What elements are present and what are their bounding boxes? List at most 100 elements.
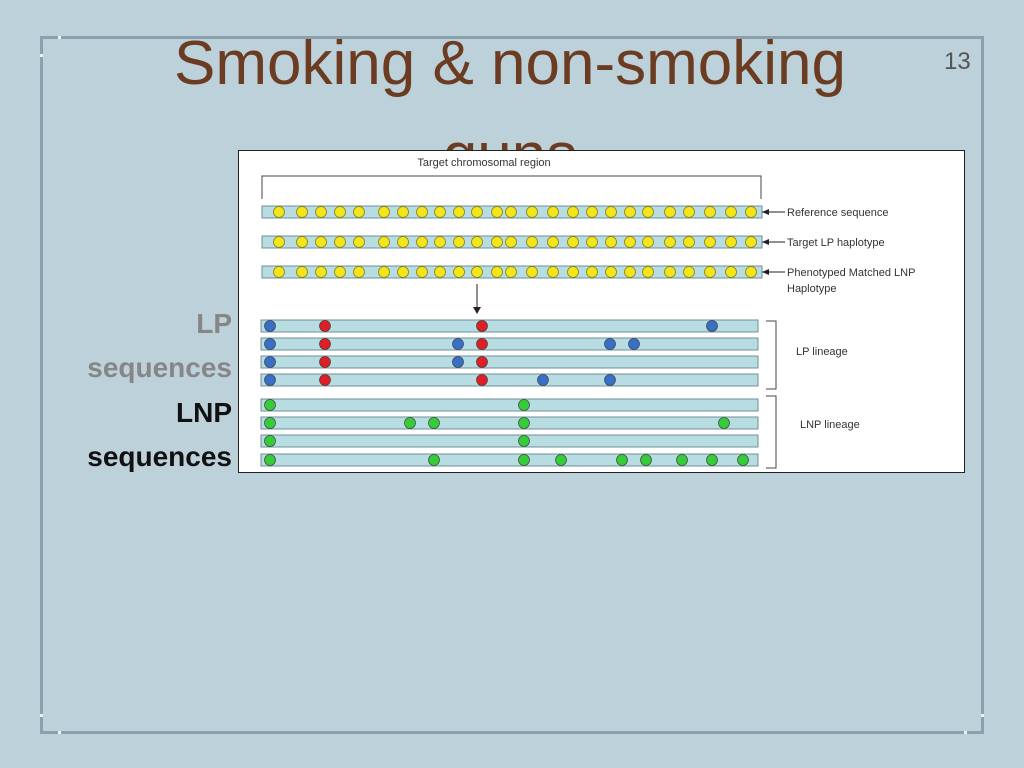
red-marker <box>319 338 331 350</box>
lnp-label-line1: LNP <box>176 397 232 428</box>
blue-marker <box>452 356 464 368</box>
yellow-marker <box>334 236 346 248</box>
lnp-sequence-bar <box>260 398 759 412</box>
lp-label-line2: sequences <box>87 352 232 383</box>
lnp-lineage-bracket <box>766 395 777 469</box>
yellow-marker <box>471 266 483 278</box>
yellow-marker <box>296 266 308 278</box>
frame-bottom <box>40 731 984 734</box>
green-marker <box>706 454 718 466</box>
red-marker <box>476 356 488 368</box>
yellow-marker <box>296 236 308 248</box>
green-marker <box>428 417 440 429</box>
blue-marker <box>604 338 616 350</box>
region-label: Target chromosomal region <box>417 157 550 169</box>
arrow-head-icon <box>762 269 769 275</box>
green-marker <box>264 454 276 466</box>
yellow-marker <box>315 206 327 218</box>
yellow-marker <box>547 266 559 278</box>
yellow-marker <box>434 236 446 248</box>
yellow-marker <box>273 236 285 248</box>
yellow-marker <box>353 236 365 248</box>
yellow-marker <box>586 206 598 218</box>
yellow-marker <box>624 206 636 218</box>
yellow-marker <box>567 206 579 218</box>
yellow-marker <box>642 206 654 218</box>
green-marker <box>264 399 276 411</box>
yellow-marker <box>704 266 716 278</box>
yellow-marker <box>704 206 716 218</box>
lp-sequence-bar <box>260 319 759 333</box>
slide-number: 13 <box>944 48 971 75</box>
yellow-marker <box>453 236 465 248</box>
yellow-marker <box>491 266 503 278</box>
yellow-marker <box>605 236 617 248</box>
yellow-marker <box>505 266 517 278</box>
yellow-marker <box>334 206 346 218</box>
yellow-marker <box>547 236 559 248</box>
green-marker <box>264 435 276 447</box>
yellow-marker <box>745 236 757 248</box>
yellow-marker <box>397 206 409 218</box>
yellow-marker <box>434 206 446 218</box>
yellow-marker <box>397 266 409 278</box>
blue-marker <box>628 338 640 350</box>
yellow-marker <box>315 236 327 248</box>
yellow-marker <box>526 206 538 218</box>
lnp-sequence-bar <box>260 453 759 467</box>
yellow-marker <box>453 266 465 278</box>
frame-right <box>981 36 984 734</box>
yellow-marker <box>745 206 757 218</box>
blue-marker <box>264 374 276 386</box>
yellow-marker <box>725 266 737 278</box>
lp-label-line1: LP <box>196 308 232 339</box>
lp-sequences-label: LP sequences <box>87 302 232 390</box>
yellow-marker <box>353 206 365 218</box>
lp-lineage-bracket <box>766 320 777 390</box>
yellow-marker <box>683 266 695 278</box>
red-marker <box>476 338 488 350</box>
haplotype-diagram-svg: Target chromosomal region Reference sequ… <box>260 157 915 469</box>
yellow-marker <box>434 266 446 278</box>
yellow-marker <box>642 266 654 278</box>
yellow-marker <box>526 236 538 248</box>
yellow-marker <box>725 236 737 248</box>
yellow-marker <box>586 266 598 278</box>
blue-marker <box>264 356 276 368</box>
blue-marker <box>604 374 616 386</box>
lnp-sequences-label: LNP sequences <box>87 391 232 479</box>
green-marker <box>676 454 688 466</box>
yellow-marker <box>567 236 579 248</box>
green-marker <box>737 454 749 466</box>
yellow-marker <box>586 236 598 248</box>
yellow-marker <box>315 266 327 278</box>
lp-sequence-bar <box>260 337 759 351</box>
yellow-marker <box>378 266 390 278</box>
yellow-marker <box>471 206 483 218</box>
yellow-marker <box>378 206 390 218</box>
green-marker <box>718 417 730 429</box>
yellow-marker <box>547 206 559 218</box>
blue-marker <box>706 320 718 332</box>
yellow-marker <box>296 206 308 218</box>
yellow-marker <box>378 236 390 248</box>
arrow-head-icon <box>762 209 769 215</box>
yellow-marker <box>505 206 517 218</box>
yellow-marker <box>453 206 465 218</box>
yellow-marker <box>642 236 654 248</box>
frame-left <box>40 36 43 734</box>
yellow-marker <box>704 236 716 248</box>
yellow-marker <box>624 236 636 248</box>
lnp-sequence-bar <box>260 416 759 430</box>
lnp-lineage-label: LNP lineage <box>800 419 860 431</box>
green-marker <box>616 454 628 466</box>
yellow-marker <box>505 236 517 248</box>
haplotype-diagram: Target chromosomal region Reference sequ… <box>238 150 965 473</box>
green-marker <box>640 454 652 466</box>
yellow-marker <box>605 206 617 218</box>
yellow-marker <box>664 236 676 248</box>
blue-marker <box>452 338 464 350</box>
yellow-marker <box>416 206 428 218</box>
yellow-marker <box>683 206 695 218</box>
